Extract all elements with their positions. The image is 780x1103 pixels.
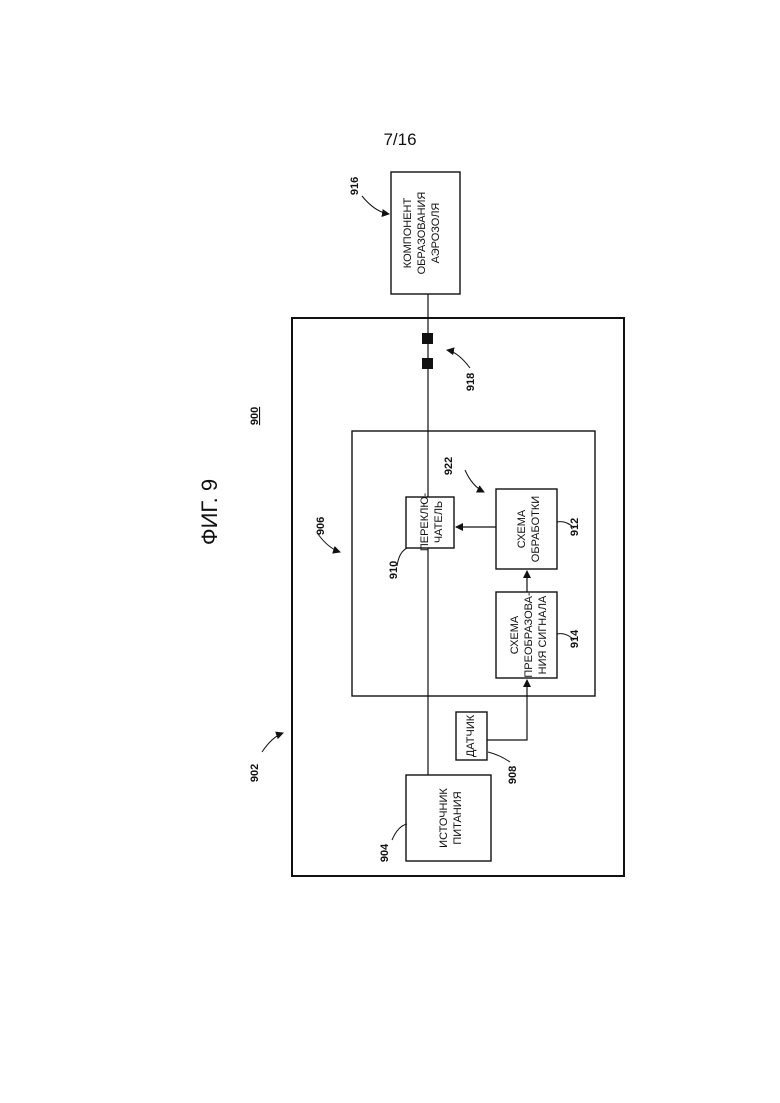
sensor-to-conversion-arrow — [487, 680, 527, 740]
conversion-label: СХЕМА ПРЕОБРАЗОВА- НИЯ СИГНАЛА — [509, 592, 549, 678]
ref-916: 916 — [349, 177, 361, 195]
power-label-line-2: ПИТАНИЯ — [452, 791, 464, 844]
conversion-label-line-1: СХЕМА — [509, 615, 521, 654]
aerosol-label-line-3: АЭРОЗОЛЯ — [430, 203, 442, 264]
ref-912: 912 — [569, 518, 581, 536]
ref-918: 918 — [465, 373, 477, 391]
conversion-label-line-2: ПРЕОБРАЗОВА- — [523, 592, 535, 678]
figure-title: ФИГ. 9 — [197, 479, 222, 545]
aerosol-label-line-2: ОБРАЗОВАНИЯ — [416, 192, 428, 275]
processing-label-line-1: СХЕМА — [516, 509, 528, 548]
ref-910: 910 — [388, 561, 400, 579]
aerosol-label: КОМПОНЕНТ ОБРАЗОВАНИЯ АЭРОЗОЛЯ — [402, 192, 442, 275]
power-label: ИСТОЧНИК ПИТАНИЯ — [438, 788, 464, 848]
connector-terminal-b — [422, 358, 433, 369]
leader-908 — [488, 752, 510, 762]
switch-label: ПЕРЕКЛЮ- ЧАТЕЛЬ — [419, 493, 445, 552]
leader-904 — [392, 824, 407, 840]
switch-label-line-2: ЧАТЕЛЬ — [433, 501, 445, 543]
ref-922: 922 — [443, 457, 455, 475]
processing-label: СХЕМА ОБРАБОТКИ — [516, 496, 542, 562]
ref-904: 904 — [379, 843, 391, 862]
leader-902 — [262, 733, 283, 752]
switch-label-line-1: ПЕРЕКЛЮ- — [419, 493, 431, 552]
ref-914: 914 — [569, 629, 581, 648]
system-ref-900: 900 — [249, 407, 261, 425]
leader-918 — [447, 350, 470, 368]
leader-906 — [318, 534, 340, 552]
ref-902: 902 — [249, 764, 261, 782]
power-label-line-1: ИСТОЧНИК — [438, 788, 450, 848]
ref-906: 906 — [315, 517, 327, 535]
leader-916 — [362, 196, 389, 214]
conversion-label-line-3: НИЯ СИГНАЛА — [537, 595, 549, 674]
ref-908: 908 — [507, 766, 519, 784]
aerosol-label-line-1: КОМПОНЕНТ — [402, 198, 414, 269]
sensor-label: ДАТЧИК — [465, 714, 477, 757]
connector-terminal-a — [422, 333, 433, 344]
sensor-label-line-1: ДАТЧИК — [465, 714, 477, 757]
leader-922 — [465, 470, 484, 492]
processing-label-line-2: ОБРАБОТКИ — [530, 496, 542, 562]
